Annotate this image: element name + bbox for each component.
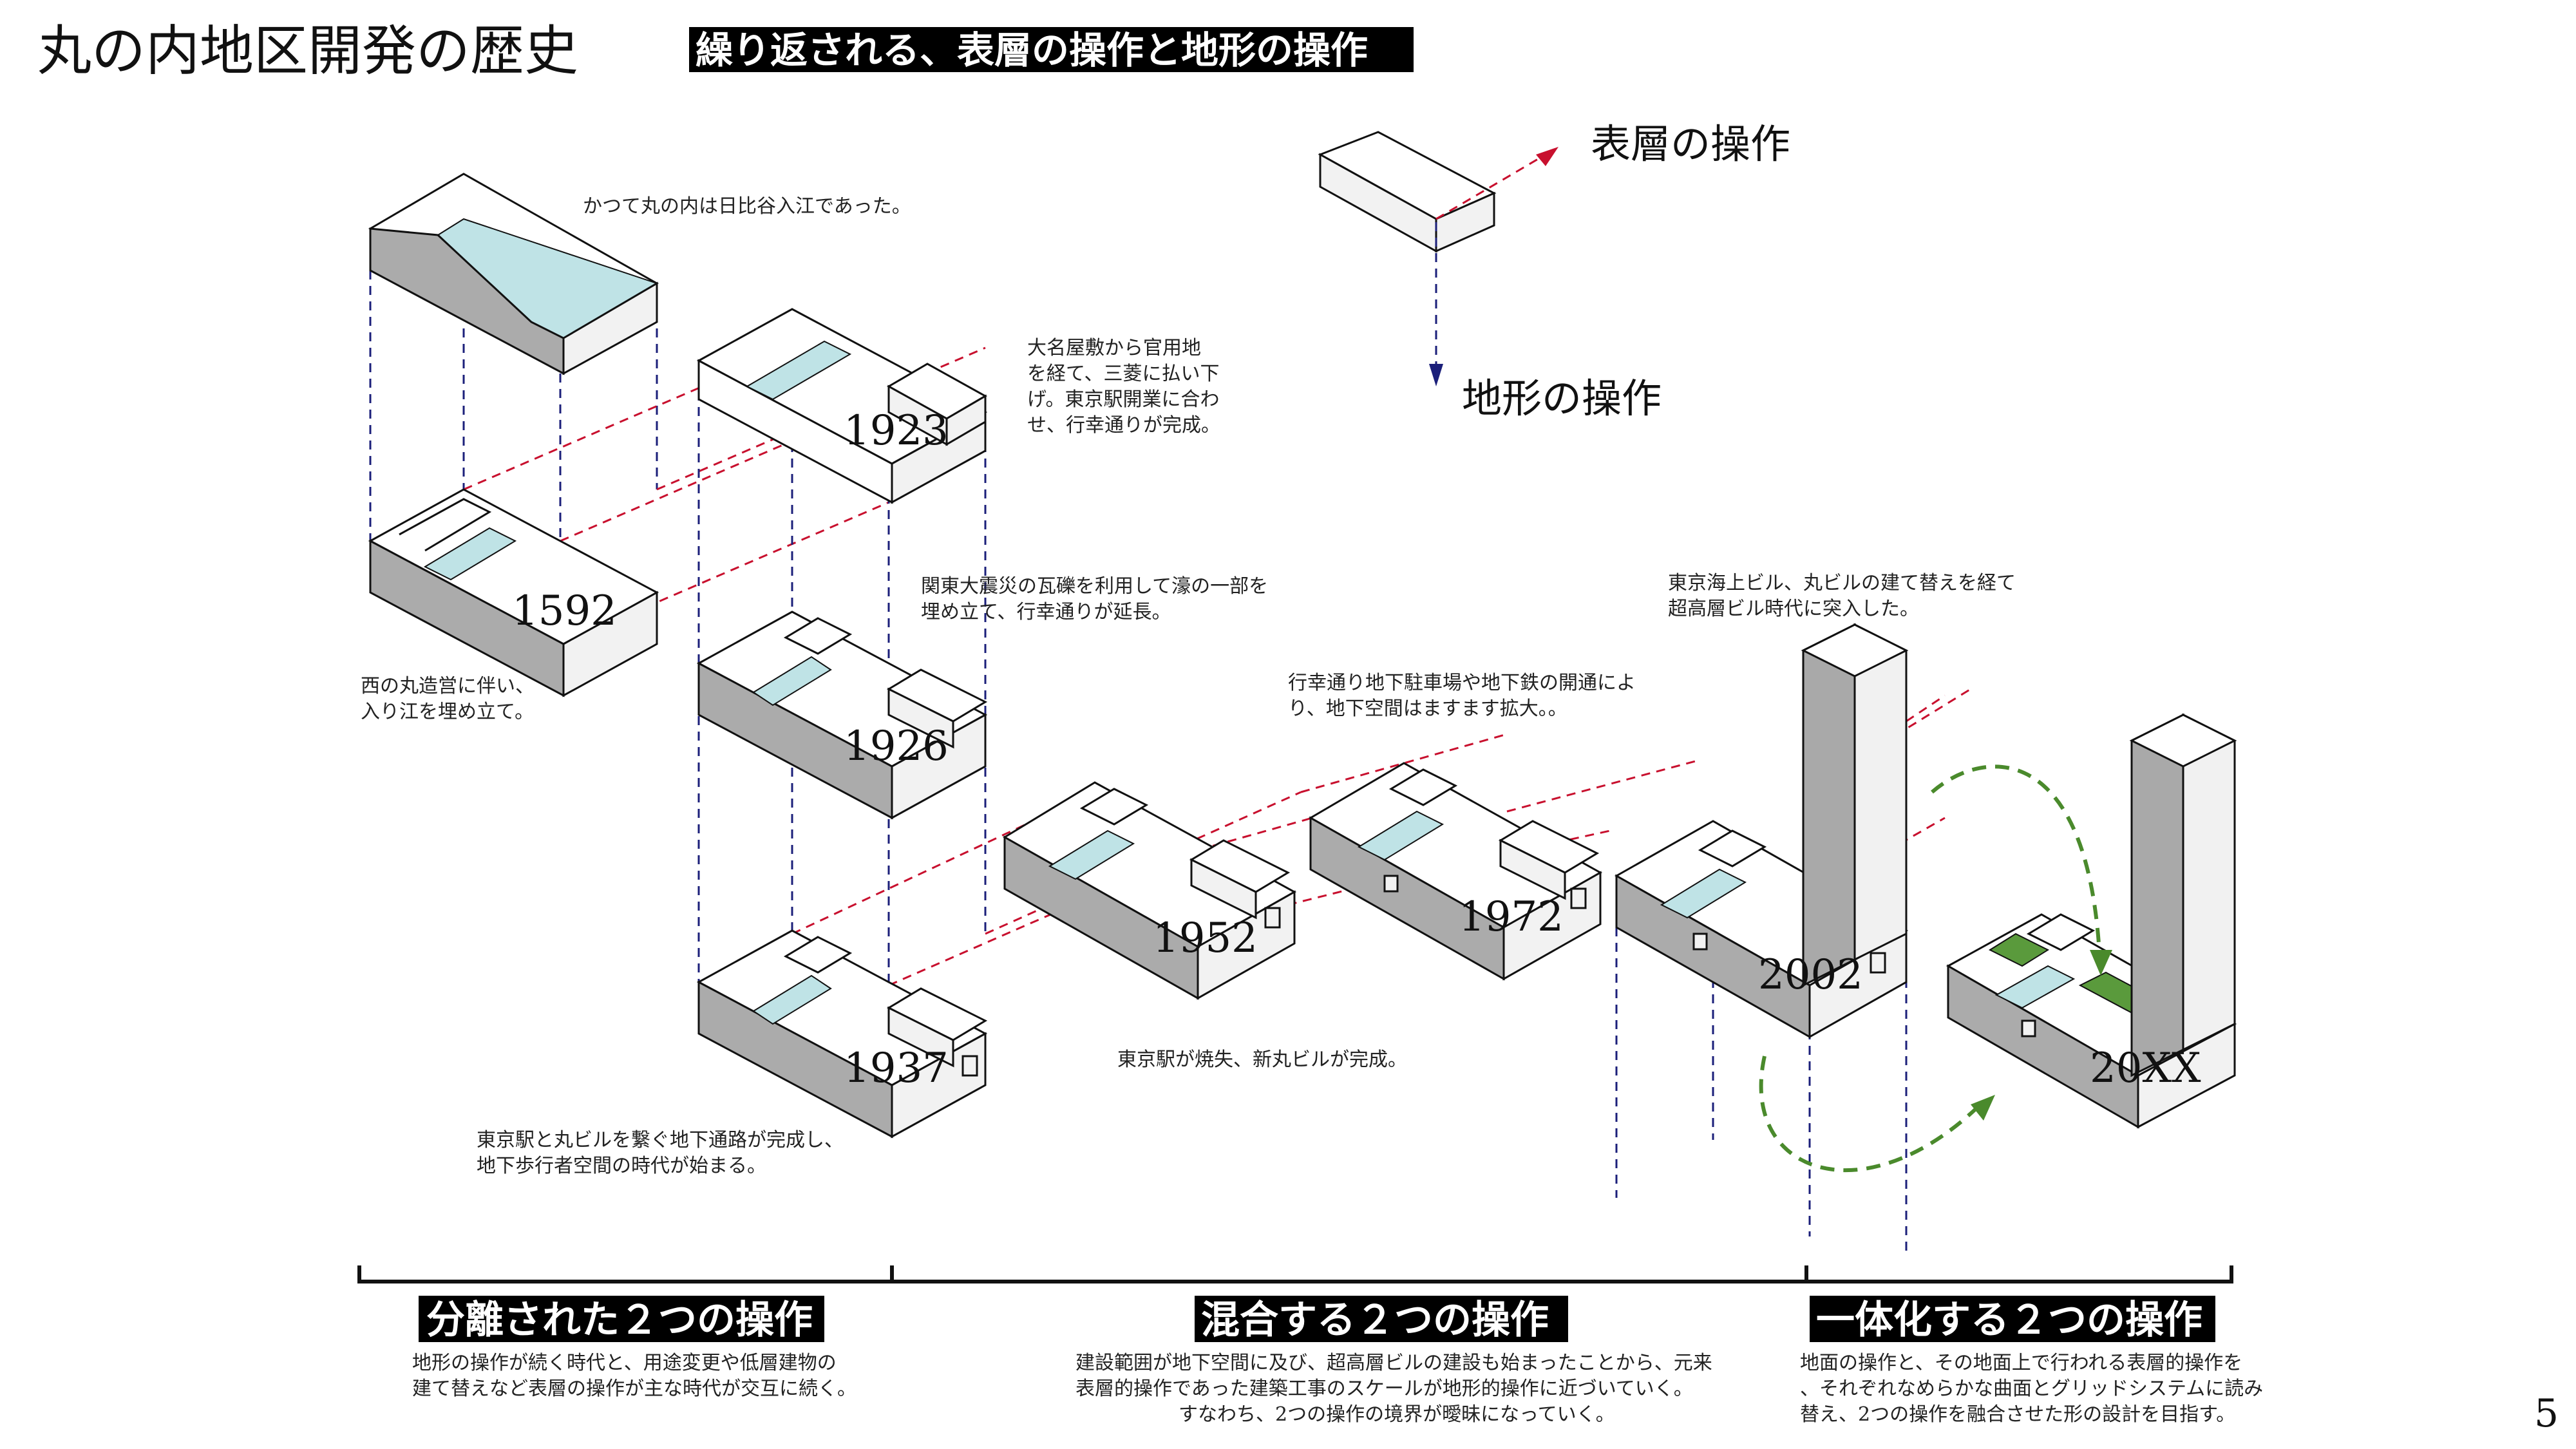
svg-text:西の丸造営に伴い、: 西の丸造営に伴い、: [361, 675, 535, 697]
year-label-2002: 2002: [1758, 951, 1863, 999]
svg-text:、それぞれなめらかな曲面とグリッドシステムに読み: 、それぞれなめらかな曲面とグリッドシステムに読み: [1800, 1378, 2263, 1400]
green-curve-arrow-top: [1931, 764, 2101, 954]
legend-terrain-label: 地形の操作: [1462, 375, 1662, 422]
note-2002: 東京海上ビル、丸ビルの建て替えを経て 超高層ビル時代に突入した。: [1668, 572, 2016, 620]
year-label-20xx: 20XX: [2090, 1045, 2201, 1092]
year-label-1972: 1972: [1459, 893, 1564, 941]
svg-text:超高層ビル時代に突入した。: 超高層ビル時代に突入した。: [1668, 598, 1919, 620]
svg-text:すなわち、2つの操作の境界が曖昧になっていく。: すなわち、2つの操作の境界が曖昧になっていく。: [1179, 1403, 1615, 1426]
svg-text:地面の操作と、その地面上で行われる表層的操作を: 地面の操作と、その地面上で行われる表層的操作を: [1800, 1352, 2242, 1374]
svg-text:建設範囲が地下空間に及び、超高層ビルの建設も始まったことから: 建設範囲が地下空間に及び、超高層ビルの建設も始まったことから、元来: [1075, 1352, 1712, 1374]
phase-mixed: 混合する２つの操作 建設範囲が地下空間に及び、超高層ビルの建設も始まったことから…: [1075, 1296, 1712, 1426]
note-1972: 行幸通り地下駐車場や地下鉄の開通によ り、地下空間はますます拡大。。: [1288, 672, 1636, 720]
subtitle-background: [689, 27, 1414, 72]
page-title: 丸の内地区開発の歴史: [37, 19, 578, 82]
block-20xx: 20XX: [1946, 713, 2237, 1129]
svg-text:関東大震災の瓦礫を利用して濠の一部を: 関東大震災の瓦礫を利用して濠の一部を: [921, 575, 1268, 598]
block-1952: 1952: [1003, 781, 1297, 1000]
green-arrow-head-top: [2090, 950, 2112, 976]
top-note: かつて丸の内は日比谷入江であった。: [583, 195, 911, 218]
year-label-1926: 1926: [844, 723, 949, 770]
block-1592: 1592: [368, 488, 659, 697]
phase-separated: 分離された２つの操作 地形の操作が続く時代と、用途変更や低層建物の 建て替えなど…: [412, 1296, 857, 1400]
svg-text:埋め立て、行幸通りが延長。: 埋め立て、行幸通りが延長。: [921, 601, 1171, 623]
surface-arrow: [1435, 153, 1546, 220]
phase-label-integrated: 一体化する２つの操作: [1816, 1298, 2202, 1343]
svg-text:行幸通り地下駐車場や地下鉄の開通によ: 行幸通り地下駐車場や地下鉄の開通によ: [1288, 672, 1636, 694]
svg-text:り、地下空間はますます拡大。。: り、地下空間はますます拡大。。: [1288, 697, 1567, 720]
svg-text:表層的操作であった建築工事のスケールが地形的操作に近づいてい: 表層的操作であった建築工事のスケールが地形的操作に近づいていく。: [1075, 1378, 1693, 1400]
legend-surface-label: 表層の操作: [1591, 120, 1790, 167]
block-1937: 1937: [696, 929, 988, 1139]
green-arrow-head-bottom: [1971, 1095, 1995, 1121]
svg-text:げ。東京駅開業に合わ: げ。東京駅開業に合わ: [1027, 388, 1220, 411]
svg-text:替え、2つの操作を融合させた形の設計を目指す。: 替え、2つの操作を融合させた形の設計を目指す。: [1800, 1403, 2235, 1426]
svg-text:せ、行幸通りが完成。: せ、行幸通りが完成。: [1027, 414, 1220, 437]
year-label-1592: 1592: [512, 587, 617, 635]
block-1926: 1926: [696, 611, 988, 820]
note-1592: 西の丸造営に伴い、 入り江を埋め立て。: [361, 675, 535, 723]
svg-text:建て替えなど表層の操作が主な時代が交互に続く。: 建て替えなど表層の操作が主な時代が交互に続く。: [412, 1378, 857, 1400]
block-2002: 2002: [1614, 623, 1909, 1039]
block-bay: [368, 173, 659, 375]
svg-text:を経て、三菱に払い下: を経て、三菱に払い下: [1027, 363, 1220, 385]
page-number: 5: [2534, 1391, 2559, 1436]
terrain-arrow-head: [1429, 364, 1443, 386]
phase-integrated: 一体化する２つの操作 地面の操作と、その地面上で行われる表層的操作を 、それぞれ…: [1800, 1296, 2263, 1426]
surface-arrow-head: [1536, 147, 1558, 166]
timeline: [357, 1265, 2233, 1283]
phase-label-mixed: 混合する２つの操作: [1201, 1298, 1549, 1343]
svg-text:大名屋敷から官用地: 大名屋敷から官用地: [1027, 337, 1201, 359]
svg-text:地下歩行者空間の時代が始まる。: 地下歩行者空間の時代が始まる。: [477, 1155, 766, 1177]
svg-text:東京海上ビル、丸ビルの建て替えを経て: 東京海上ビル、丸ビルの建て替えを経て: [1668, 572, 2016, 594]
block-1972: 1972: [1308, 762, 1603, 981]
year-label-1937: 1937: [844, 1045, 949, 1092]
svg-text:東京駅と丸ビルを繋ぐ地下通路が完成し、: 東京駅と丸ビルを繋ぐ地下通路が完成し、: [477, 1129, 844, 1151]
svg-text:東京駅が焼失、新丸ビルが完成。: 東京駅が焼失、新丸ビルが完成。: [1117, 1048, 1407, 1071]
svg-text:地形の操作が続く時代と、用途変更や低層建物の: 地形の操作が続く時代と、用途変更や低層建物の: [412, 1352, 837, 1374]
green-curve-arrow-bottom: [1759, 1056, 1979, 1173]
note-1923: 大名屋敷から官用地 を経て、三菱に払い下 げ。東京駅開業に合わ せ、行幸通りが完…: [1027, 337, 1220, 437]
note-1952: 東京駅が焼失、新丸ビルが完成。: [1117, 1048, 1407, 1071]
page-subtitle: 繰り返される、表層の操作と地形の操作: [696, 28, 1368, 72]
legend: 表層の操作 地形の操作: [1318, 120, 1790, 422]
phase-label-separated: 分離された２つの操作: [426, 1298, 813, 1343]
note-1926: 関東大震災の瓦礫を利用して濠の一部を 埋め立て、行幸通りが延長。: [921, 575, 1268, 623]
svg-text:入り江を埋め立て。: 入り江を埋め立て。: [361, 701, 534, 723]
block-1923: 1923: [696, 308, 988, 504]
legend-box-icon: [1318, 131, 1497, 253]
year-label-1952: 1952: [1153, 914, 1258, 962]
note-1937: 東京駅と丸ビルを繋ぐ地下通路が完成し、 地下歩行者空間の時代が始まる。: [477, 1129, 844, 1177]
year-label-1923: 1923: [844, 407, 949, 455]
